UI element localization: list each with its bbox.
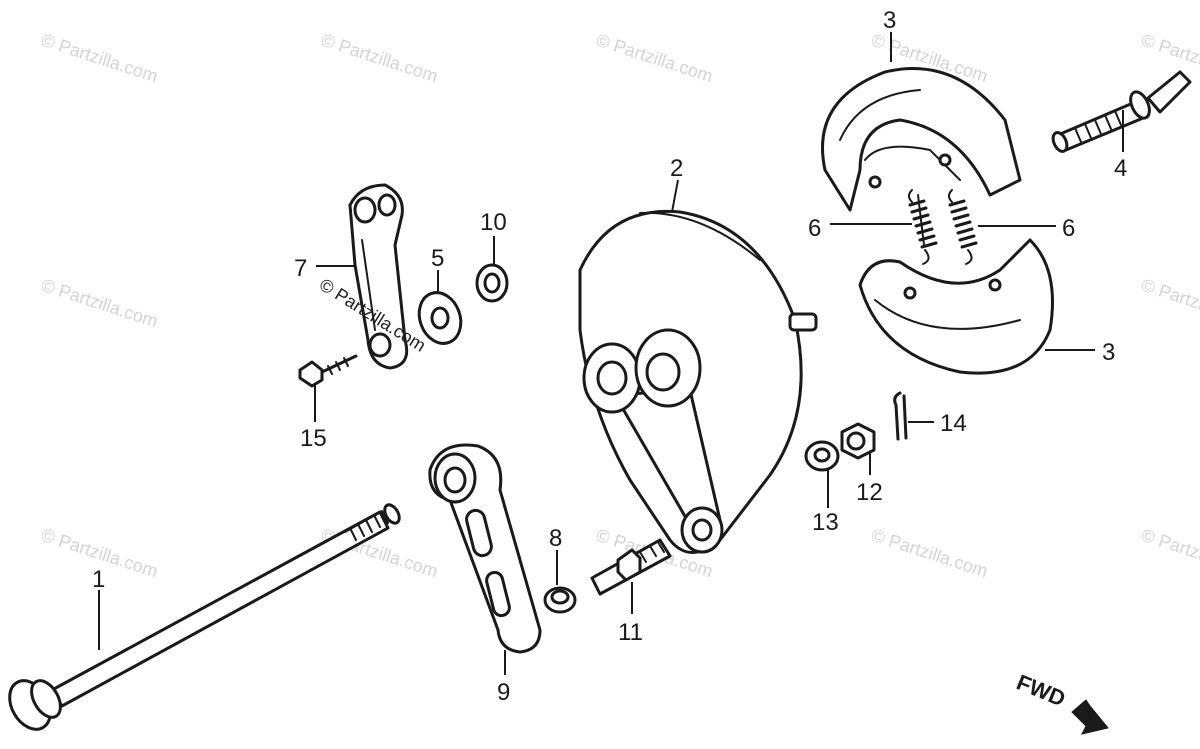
brake-shoe-lower — [858, 238, 1054, 375]
watermark: © Partzilla.com — [1139, 525, 1200, 582]
brake-cam — [1051, 70, 1192, 153]
link-nut — [543, 586, 577, 614]
callout-8: 8 — [549, 525, 562, 552]
brake-arm — [348, 183, 409, 370]
callout-11: 11 — [618, 619, 643, 646]
watermark: © Partzilla.com — [319, 30, 441, 87]
shoe-spring-left — [908, 189, 938, 265]
forward-direction-indicator: FWD — [1013, 669, 1109, 735]
callout-12: 12 — [856, 479, 883, 506]
dust-seal — [475, 263, 509, 303]
rear-axle — [8, 503, 401, 731]
forward-arrow-icon — [1071, 699, 1109, 735]
callout-15: 15 — [300, 425, 327, 452]
callout-14: 14 — [940, 410, 967, 437]
watermark: © Partzilla.com — [1139, 275, 1200, 332]
arm-bolt — [298, 354, 358, 388]
watermark: © Partzilla.com — [1139, 30, 1200, 87]
callout-3-lower: 3 — [1102, 339, 1115, 366]
callout-1: 1 — [92, 566, 105, 593]
fwd-label: FWD — [1013, 669, 1069, 711]
callout-4: 4 — [1114, 155, 1127, 182]
cotter-pin — [893, 391, 908, 441]
callouts: 1 2 3 3 4 5 6 6 7 8 9 10 11 12 13 14 15 — [92, 7, 1127, 706]
watermark: © Partzilla.com — [594, 30, 716, 87]
callout-6-left: 6 — [808, 215, 821, 242]
watermark: © Partzilla.com — [39, 275, 161, 332]
leader-lines — [98, 32, 1124, 675]
brake-shoe-upper — [821, 67, 1022, 212]
callout-2: 2 — [670, 155, 683, 182]
callout-7: 7 — [294, 255, 307, 282]
callout-5: 5 — [431, 245, 444, 272]
callout-13: 13 — [812, 509, 839, 536]
torque-stud — [590, 538, 672, 596]
shoe-spring-right — [948, 189, 978, 265]
indicator-plate — [417, 291, 463, 345]
torque-link — [428, 443, 542, 654]
castle-nut — [840, 422, 876, 460]
watermark: © Partzilla.com — [39, 30, 161, 87]
callout-3-upper: 3 — [883, 7, 896, 34]
callout-9: 9 — [497, 679, 510, 706]
watermark: © Partzilla.com — [869, 525, 991, 582]
plain-washer — [804, 440, 840, 472]
callout-10: 10 — [480, 209, 507, 236]
callout-6-right: 6 — [1062, 215, 1075, 242]
brake-panel — [578, 209, 818, 554]
